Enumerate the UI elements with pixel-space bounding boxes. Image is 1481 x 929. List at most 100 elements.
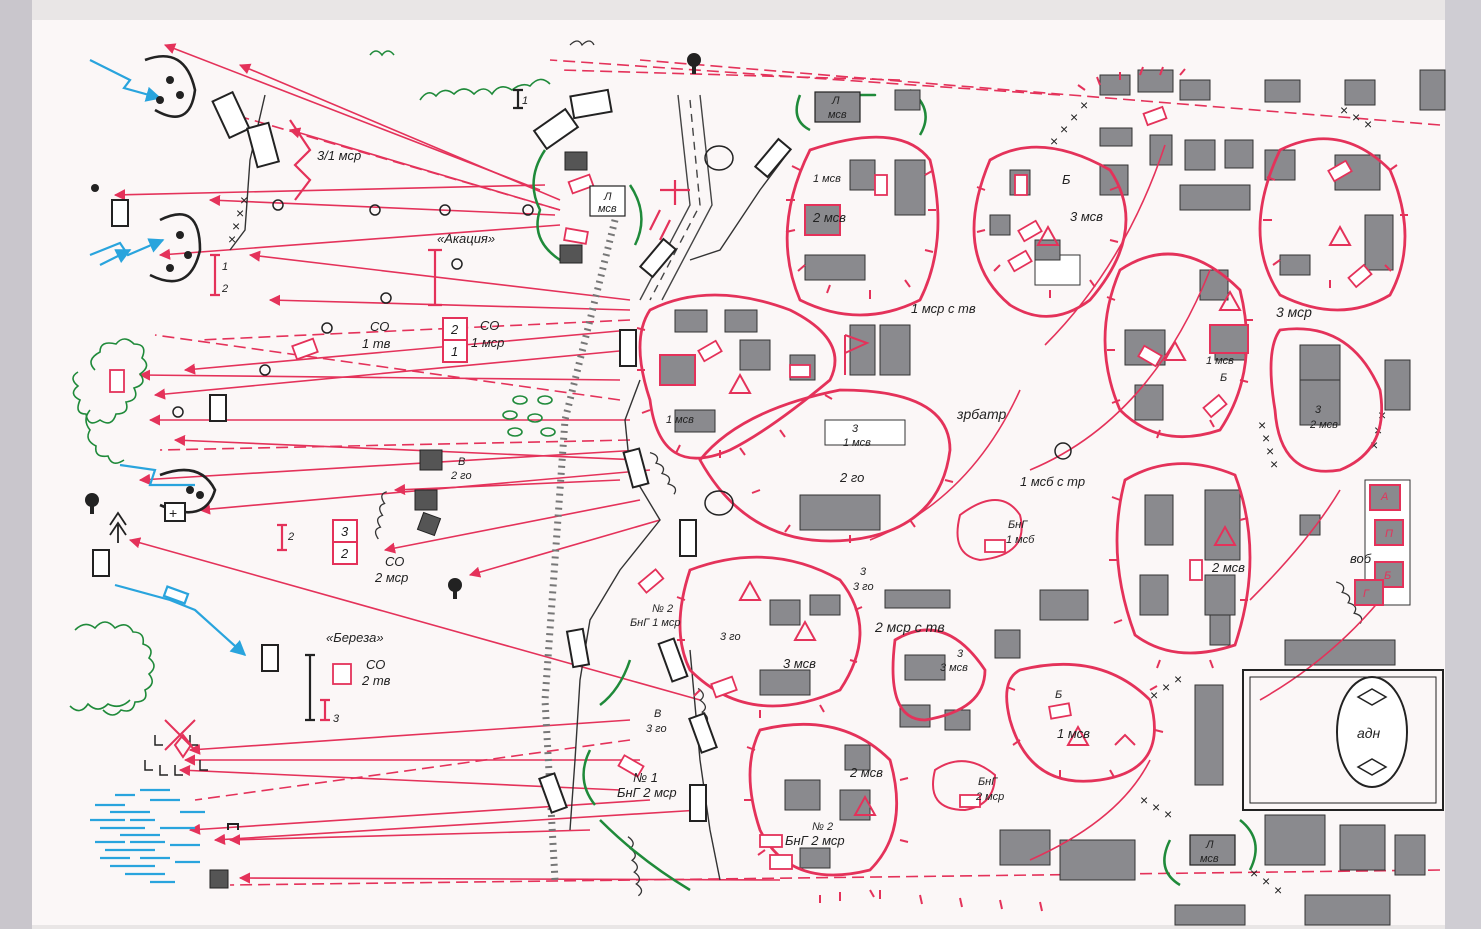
svg-text:×: × <box>1150 687 1158 703</box>
svg-text:×: × <box>1352 109 1360 125</box>
label-1msr-te: 1 мср с тв <box>911 301 976 316</box>
label-2msr-te: 2 мср с тв <box>874 619 945 635</box>
enemy-objects <box>92 199 279 672</box>
label-bng-2msr-num: БнГ <box>978 776 998 788</box>
label-g3-3go-num: 3 <box>860 566 867 578</box>
label-num-3: 3 <box>333 713 340 725</box>
label-l-top: Л <box>831 95 840 107</box>
svg-text:×: × <box>240 192 248 208</box>
label-1msv-top: 1 мсв <box>813 173 841 185</box>
label-3msv-top: 3 мсв <box>1070 209 1103 224</box>
svg-text:×: × <box>1370 437 1378 453</box>
svg-text:×: × <box>1140 792 1148 808</box>
label-num-1b: 1 <box>222 261 228 273</box>
svg-text:×: × <box>1250 865 1258 881</box>
svg-text:×: × <box>1174 671 1182 687</box>
svg-text:×: × <box>1274 882 1282 898</box>
label-b-right: Б <box>1220 372 1227 384</box>
position-boxes <box>332 317 468 565</box>
label-msr-3-1: 3/1 мср <box>317 148 361 163</box>
label-so-2msr-den: 2 мср <box>374 570 408 585</box>
label-v2go-num: В <box>458 456 465 468</box>
svg-text:×: × <box>1262 873 1270 889</box>
dark-objects <box>209 151 588 889</box>
label-so-2te-num: СО <box>366 657 385 672</box>
label-b-top: Б <box>1062 172 1071 187</box>
svg-text:×: × <box>1060 121 1068 137</box>
at-symbols <box>144 719 239 830</box>
label-b-bottom: Б <box>1055 689 1062 701</box>
label-so-1msr-num: СО <box>480 318 499 333</box>
label-bereza: «Береза» <box>326 630 384 645</box>
svg-text:×: × <box>1262 430 1270 446</box>
svg-text:×: × <box>1070 109 1078 125</box>
label-num-1a: 1 <box>522 95 528 107</box>
adn-area <box>1242 669 1444 811</box>
label-so-1te-den: 1 тв <box>362 336 391 351</box>
fighting-position-ticks <box>636 66 1408 912</box>
svg-text:×: × <box>236 205 244 221</box>
label-so-1msr-den: 1 мср <box>471 335 504 350</box>
label-vob-p: П <box>1385 528 1393 540</box>
page-edge-right <box>1445 0 1481 929</box>
label-vob: воб <box>1350 551 1372 566</box>
unit-markers <box>668 214 1352 816</box>
label-g3-2msv-den: 2 мсв <box>1309 419 1338 431</box>
strongpoints <box>638 135 1407 877</box>
enemy-emplacements <box>211 88 793 822</box>
label-v3go-den: 3 го <box>646 723 667 735</box>
group-brackets <box>210 119 690 722</box>
label-n2b-num: № 2 <box>812 821 833 833</box>
label-g3-3msv-den: 3 мсв <box>940 662 968 674</box>
label-3msr: 3 мср <box>1276 304 1312 320</box>
label-2go: 2 го <box>839 470 864 485</box>
label-box-2: 2 <box>450 322 459 337</box>
label-v2go-den: 2 го <box>450 470 472 482</box>
svg-text:×: × <box>1266 443 1274 459</box>
svg-text:×: × <box>1164 806 1172 822</box>
label-1msv-left: 1 мсв <box>666 414 694 426</box>
label-box-2b: 2 <box>340 546 349 561</box>
label-2msv-right: 2 мсв <box>1211 560 1245 575</box>
label-3go: 3 го <box>720 631 741 643</box>
svg-text:×: × <box>1080 97 1088 113</box>
label-num-2a: 2 <box>221 283 228 295</box>
page-edge-left <box>0 0 32 929</box>
label-v3go-num: В <box>654 708 661 720</box>
vehicles <box>109 105 1373 870</box>
label-3msv-mid: 3 мсв <box>783 656 816 671</box>
svg-text:×: × <box>1340 102 1348 118</box>
label-g3-2msv-num: 3 <box>1315 404 1322 416</box>
svg-text:×: × <box>228 231 236 247</box>
label-bng-1msb-num: БнГ <box>1008 519 1028 531</box>
label-g3-3msv-num: 3 <box>957 648 964 660</box>
label-n2-num: № 2 <box>652 603 673 615</box>
label-2msv-top: 2 мсв <box>812 210 846 225</box>
label-1msv-bottom: 1 мсв <box>1057 726 1090 741</box>
label-adn: адн <box>1357 725 1381 741</box>
label-n1-den: БнГ 2 мср <box>617 785 677 800</box>
label-bng-2msr-den: 2 мср <box>975 791 1004 803</box>
medical-cross: + <box>169 505 177 521</box>
label-bng-1msb-den: 1 мсб <box>1006 534 1035 546</box>
water-area <box>90 788 205 884</box>
buildings <box>659 69 1446 926</box>
label-vob-b: Б <box>1384 570 1391 582</box>
enemy-dots <box>156 76 204 499</box>
svg-text:×: × <box>1364 116 1372 132</box>
artillery-icon <box>704 145 1072 516</box>
label-1msb-tr: 1 мсб с тр <box>1020 474 1085 489</box>
tank-icons <box>172 199 534 418</box>
label-g3-3go-den: 3 го <box>853 581 874 593</box>
label-n2b-den: БнГ 2 мср <box>785 833 845 848</box>
label-l-bottom-sub: мсв <box>1200 853 1219 865</box>
label-box-1: 1 <box>451 344 458 359</box>
label-l-left-sub: мсв <box>598 203 617 215</box>
l-msv-boxes <box>589 91 1236 866</box>
unit-blocks <box>659 204 1404 606</box>
svg-text:×: × <box>232 218 240 234</box>
flag-icon <box>844 334 870 375</box>
svg-text:×: × <box>1152 799 1160 815</box>
enemy-arrows <box>89 59 247 657</box>
